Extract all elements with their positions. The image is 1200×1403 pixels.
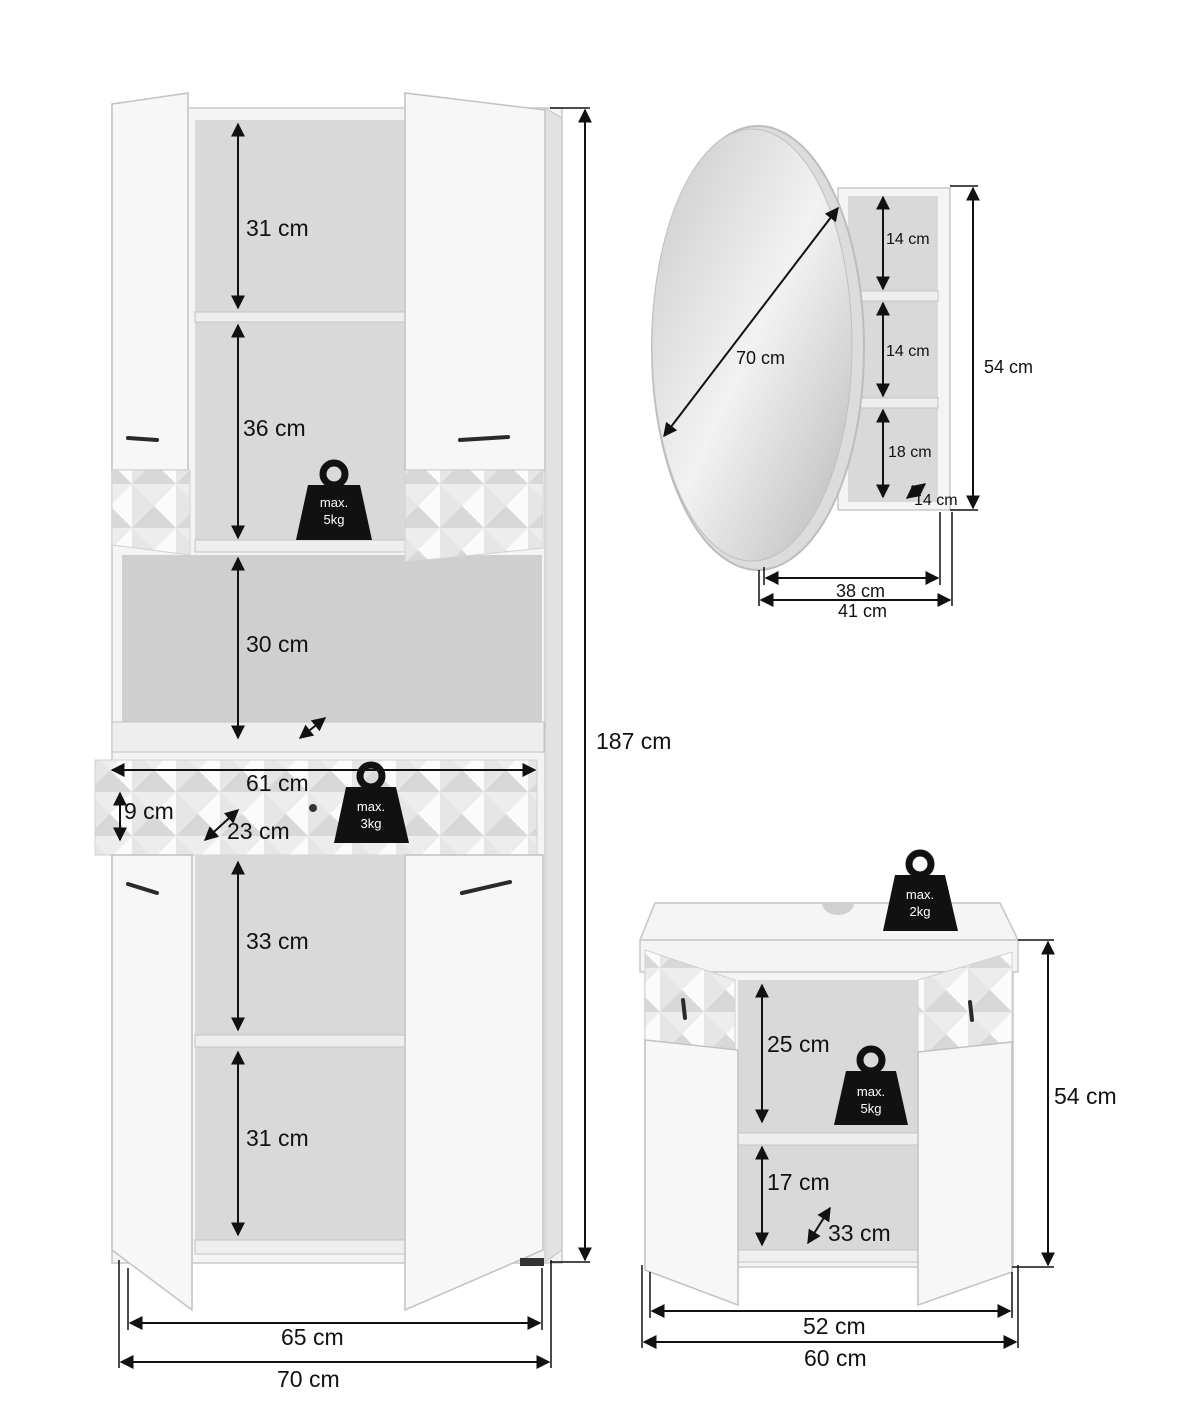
dim-line-mirror-diameter bbox=[663, 206, 839, 438]
dim-line-drawer-depth bbox=[203, 809, 240, 841]
weight-vanity-top-line1: max. bbox=[906, 887, 934, 902]
drawer-height-label: 9 cm bbox=[124, 798, 174, 824]
weight-tall-shelf-line2: 5kg bbox=[324, 512, 345, 527]
tall-total-width-label: 70 cm bbox=[277, 1366, 340, 1392]
lower-shelf bbox=[194, 1034, 408, 1048]
niche-bottom bbox=[111, 721, 545, 753]
tall-inner-width-label: 65 cm bbox=[281, 1324, 344, 1350]
niche-depth-arrow bbox=[298, 717, 327, 739]
upper-interior bbox=[195, 120, 405, 550]
dim-line-mirror-depth bbox=[905, 483, 927, 499]
tall-compartment-3-label: 30 cm bbox=[246, 631, 309, 657]
vanity-siphon-cutout bbox=[822, 903, 854, 915]
tall-cabinet: 31 cm 36 cm 30 cm 33 cm 31 cm 61 cm 9 cm… bbox=[94, 92, 671, 1392]
tall-compartment-4-label: 33 cm bbox=[246, 928, 309, 954]
total-height-label: 187 cm bbox=[596, 728, 671, 754]
lower-left-handle bbox=[126, 882, 159, 895]
vanity-depth-label: 33 cm bbox=[828, 1220, 891, 1246]
weight-drawer-line2: 3kg bbox=[361, 816, 382, 831]
drawer-depth-label: 23 cm bbox=[227, 818, 290, 844]
vanity-shelf bbox=[737, 1132, 919, 1146]
vanity-outer-width-label: 60 cm bbox=[804, 1345, 867, 1371]
vanity-right-door bbox=[917, 1041, 1013, 1307]
mirror-glass bbox=[651, 128, 853, 562]
mirror-cabinet: 70 cm 14 cm 14 cm 18 cm 14 cm 54 cm 38 c… bbox=[651, 125, 1033, 621]
mirror-inner-width-label: 38 cm bbox=[836, 581, 885, 601]
vanity-unit: max. 2kg max. 5kg 25 cm 17 cm 33 cm 54 c… bbox=[638, 849, 1117, 1371]
upper-left-handle bbox=[126, 436, 159, 442]
lower-right-handle bbox=[460, 880, 512, 895]
lower-bottom bbox=[194, 1239, 408, 1255]
mirror-diameter-label: 70 cm bbox=[736, 348, 785, 368]
niche-width-label: 61 cm bbox=[246, 770, 309, 796]
upper-right-handle bbox=[458, 435, 510, 442]
mirror-shelf-2-label: 14 cm bbox=[886, 343, 930, 360]
tall-cabinet-foot bbox=[520, 1258, 544, 1266]
mirror-shelf-3-label: 18 cm bbox=[888, 444, 932, 461]
mirror-height-label: 54 cm bbox=[984, 357, 1033, 377]
lower-interior bbox=[195, 855, 407, 1250]
weight-icon-tall-shelf: max. 5kg bbox=[296, 459, 372, 540]
tall-cabinet-side bbox=[544, 107, 563, 1263]
upper-left-door-panel bbox=[111, 469, 191, 556]
weight-vanity-shelf-line2: 5kg bbox=[861, 1101, 882, 1116]
vanity-height-label: 54 cm bbox=[1054, 1083, 1117, 1109]
vanity-upper-height-label: 25 cm bbox=[767, 1031, 830, 1057]
vanity-inner-width-label: 52 cm bbox=[803, 1313, 866, 1339]
weight-icon-vanity-top: max. 2kg bbox=[883, 849, 958, 931]
upper-right-door-panel bbox=[404, 469, 544, 563]
open-niche bbox=[122, 555, 542, 735]
weight-icon-drawer: max. 3kg bbox=[334, 761, 409, 843]
mirror-shelf-1-label: 14 cm bbox=[886, 231, 930, 248]
vanity-bottom bbox=[737, 1249, 919, 1263]
weight-drawer-line1: max. bbox=[357, 799, 385, 814]
weight-icon-vanity-shelf: max. 5kg bbox=[834, 1045, 908, 1125]
vanity-left-handle bbox=[681, 998, 687, 1020]
vanity-left-door bbox=[644, 1039, 739, 1307]
upper-left-door bbox=[111, 92, 189, 471]
weight-tall-shelf-line1: max. bbox=[320, 495, 348, 510]
upper-bottom-shelf bbox=[194, 539, 406, 553]
weight-vanity-top-line2: 2kg bbox=[910, 904, 931, 919]
vanity-lower-height-label: 17 cm bbox=[767, 1169, 830, 1195]
tall-compartment-1-label: 31 cm bbox=[246, 215, 309, 241]
vanity-right-handle bbox=[968, 1000, 974, 1022]
tall-compartment-2-label: 36 cm bbox=[243, 415, 306, 441]
mirror-outer-width-label: 41 cm bbox=[838, 601, 887, 621]
mirror-depth-label: 14 cm bbox=[914, 492, 958, 509]
weight-vanity-shelf-line1: max. bbox=[857, 1084, 885, 1099]
dim-line-vanity-depth bbox=[807, 1206, 831, 1245]
upper-right-door bbox=[404, 92, 546, 471]
lower-left-door bbox=[111, 854, 193, 1312]
drawer-knob bbox=[309, 804, 317, 812]
tall-compartment-5-label: 31 cm bbox=[246, 1125, 309, 1151]
vanity-top-edge bbox=[639, 939, 1019, 973]
lower-right-door bbox=[404, 854, 544, 1312]
upper-shelf bbox=[194, 311, 406, 323]
